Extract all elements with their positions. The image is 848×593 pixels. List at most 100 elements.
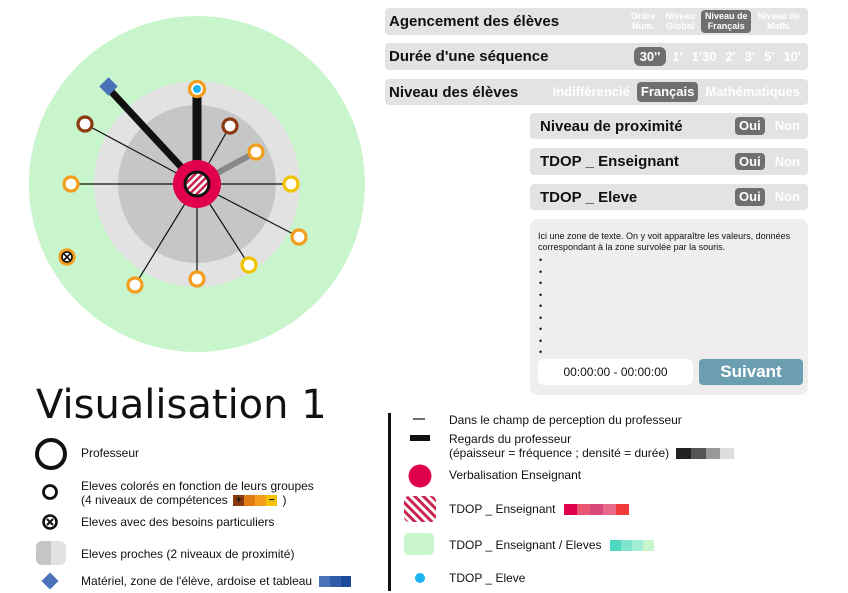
legend-regards: Regards du professeur (épaisseur = fréqu… xyxy=(449,432,735,460)
proximite-row: Niveau de proximité Oui Non xyxy=(530,113,808,139)
teacher-legend-icon xyxy=(35,438,67,470)
info-bullet: • xyxy=(539,301,543,311)
student xyxy=(62,175,80,193)
legend-tdop-ens-text: TDOP _ Enseignant xyxy=(449,502,556,516)
scale-plus: + xyxy=(233,495,245,507)
teacher-tdop xyxy=(185,172,209,196)
niveau-label: Niveau des élèves xyxy=(389,83,519,101)
tdop-ens-options: Oui Non xyxy=(735,152,808,171)
niveau-option-0[interactable]: Indifférencié xyxy=(552,84,630,100)
student xyxy=(247,143,265,161)
duree-option-3[interactable]: 2' xyxy=(725,48,736,64)
legend-regards-line2-text: (épaisseur = fréquence ; densité = durée… xyxy=(449,446,670,460)
student xyxy=(240,256,258,274)
gaze-density-scale xyxy=(676,448,735,460)
tdop-elv-options: Oui Non xyxy=(735,188,808,206)
material-diamond[interactable] xyxy=(99,77,118,96)
agencement-option-line1: Niveau de xyxy=(704,11,748,22)
tdop-ens-scale xyxy=(563,504,629,516)
info-bullet: • xyxy=(539,324,543,334)
student xyxy=(188,270,206,288)
students[interactable] xyxy=(62,79,308,294)
duree-option-1[interactable]: 1' xyxy=(672,48,683,64)
legend-materiel: Matériel, zone de l'élève, ardoise et ta… xyxy=(81,574,352,588)
time-range: 00:00:00 - 00:00:00 xyxy=(538,359,693,385)
duree-option-0[interactable]: 30'' xyxy=(633,46,667,67)
tdop-ens-row: TDOP _ Enseignant Oui Non xyxy=(530,148,808,175)
legend-champ: Dans le champ de perception du professeu… xyxy=(449,413,682,427)
legend-eleves-line1: Eleves colorés en fonction de leurs grou… xyxy=(81,479,314,493)
info-bullet: • xyxy=(539,266,543,277)
legend-tdop-elv: TDOP _ Eleve xyxy=(449,571,526,585)
student xyxy=(221,117,239,135)
tdop-eleve-dot xyxy=(193,85,201,93)
legend-regards-line1: Regards du professeur xyxy=(449,432,572,446)
info-bullet: • xyxy=(539,335,543,346)
student-legend-icon xyxy=(42,484,58,500)
gaze-legend-icon xyxy=(410,435,430,441)
legend-proches: Eleves proches (2 niveaux de proximité) xyxy=(81,547,295,561)
tdop-elv-non-button[interactable]: Non xyxy=(774,189,800,205)
duree-option-6[interactable]: 10' xyxy=(783,48,801,64)
agencement-option-line2: Num. xyxy=(631,20,655,31)
legend-tdop-ens: TDOP _ Enseignant xyxy=(449,502,629,516)
duree-option-5[interactable]: 5' xyxy=(764,48,775,64)
student xyxy=(290,228,308,246)
info-panel: Ici une zone de texte. On y voit apparaî… xyxy=(530,219,808,395)
legend-tdop-ens-elv: TDOP _ Enseignant / Eleves xyxy=(449,538,654,552)
material-legend-icon xyxy=(41,572,59,590)
legend-materiel-text: Matériel, zone de l'élève, ardoise et ta… xyxy=(81,574,313,588)
legend-eleves-close: ) xyxy=(282,493,287,507)
duree-option-2[interactable]: 1'30 xyxy=(691,48,717,64)
legend-verbalisation: Verbalisation Enseignant xyxy=(449,468,582,482)
info-bullet: • xyxy=(539,289,543,300)
agencement-option-line1: Niveau de xyxy=(757,11,800,22)
legend-regards-line2: (épaisseur = fréquence ; densité = durée… xyxy=(449,446,735,460)
duree-option-4[interactable]: 3' xyxy=(744,48,756,64)
special-needs-student[interactable] xyxy=(58,248,76,266)
duree-label: Durée d'une séquence xyxy=(389,48,549,65)
legend-tdop-ens-elv-text: TDOP _ Enseignant / Eleves xyxy=(449,538,602,552)
proximite-non-button[interactable]: Non xyxy=(774,118,800,134)
info-bullet: • xyxy=(539,278,543,288)
teacher[interactable] xyxy=(183,170,211,198)
tdop-ens-elv-legend-icon xyxy=(404,533,434,555)
niveau-option-2[interactable]: Mathématiques xyxy=(705,84,800,100)
agencement-option-line2: Math. xyxy=(766,20,791,31)
duree-options: 30'' 1' 1'30 2' 3' 5' 10' xyxy=(633,46,808,67)
tdop-elv-oui-button[interactable]: Oui xyxy=(735,188,765,206)
tdop-elv-label: TDOP _ Eleve xyxy=(540,188,638,206)
agencement-option-line2: Français xyxy=(707,20,745,31)
agencement-option-line1: Ordre xyxy=(630,11,656,22)
competence-scale: +− xyxy=(233,495,278,507)
proximite-label: Niveau de proximité xyxy=(540,117,683,135)
proximite-oui-button[interactable]: Oui xyxy=(735,117,765,135)
perception-legend-icon xyxy=(413,418,425,420)
agencement-option-line2: Global xyxy=(666,20,695,31)
legend-besoins: Eleves avec des besoins particuliers xyxy=(81,515,275,529)
tdop-ens-legend-icon xyxy=(404,496,436,522)
student xyxy=(126,276,144,294)
tdop-elv-row: TDOP _ Eleve Oui Non xyxy=(530,184,808,210)
duree-row: Durée d'une séquence 30'' 1' 1'30 2' 3' 5' 10' xyxy=(385,43,808,70)
agencement-option-line1: Niveau xyxy=(665,11,695,22)
next-button[interactable]: Suivant xyxy=(699,359,803,385)
tdop-ens-oui-button[interactable]: Oui xyxy=(735,152,765,171)
info-bullet: • xyxy=(539,347,543,357)
info-bullets: ••••••••• xyxy=(539,255,542,359)
niveau-option-1[interactable]: Français xyxy=(636,82,699,102)
proximite-options: Oui Non xyxy=(735,117,808,135)
classroom-visualization[interactable] xyxy=(0,0,380,380)
agencement-label: Agencement des élèves xyxy=(389,13,560,30)
legend-eleves-line2-text: (4 niveaux de compétences xyxy=(81,493,228,507)
scale-minus: − xyxy=(266,495,278,507)
proximity-legend-icon xyxy=(36,541,66,565)
tdop-ens-non-button[interactable]: Non xyxy=(774,153,800,169)
legend-eleves: Eleves colorés en fonction de leurs grou… xyxy=(81,479,314,507)
tdop-elv-legend-icon xyxy=(415,573,425,583)
